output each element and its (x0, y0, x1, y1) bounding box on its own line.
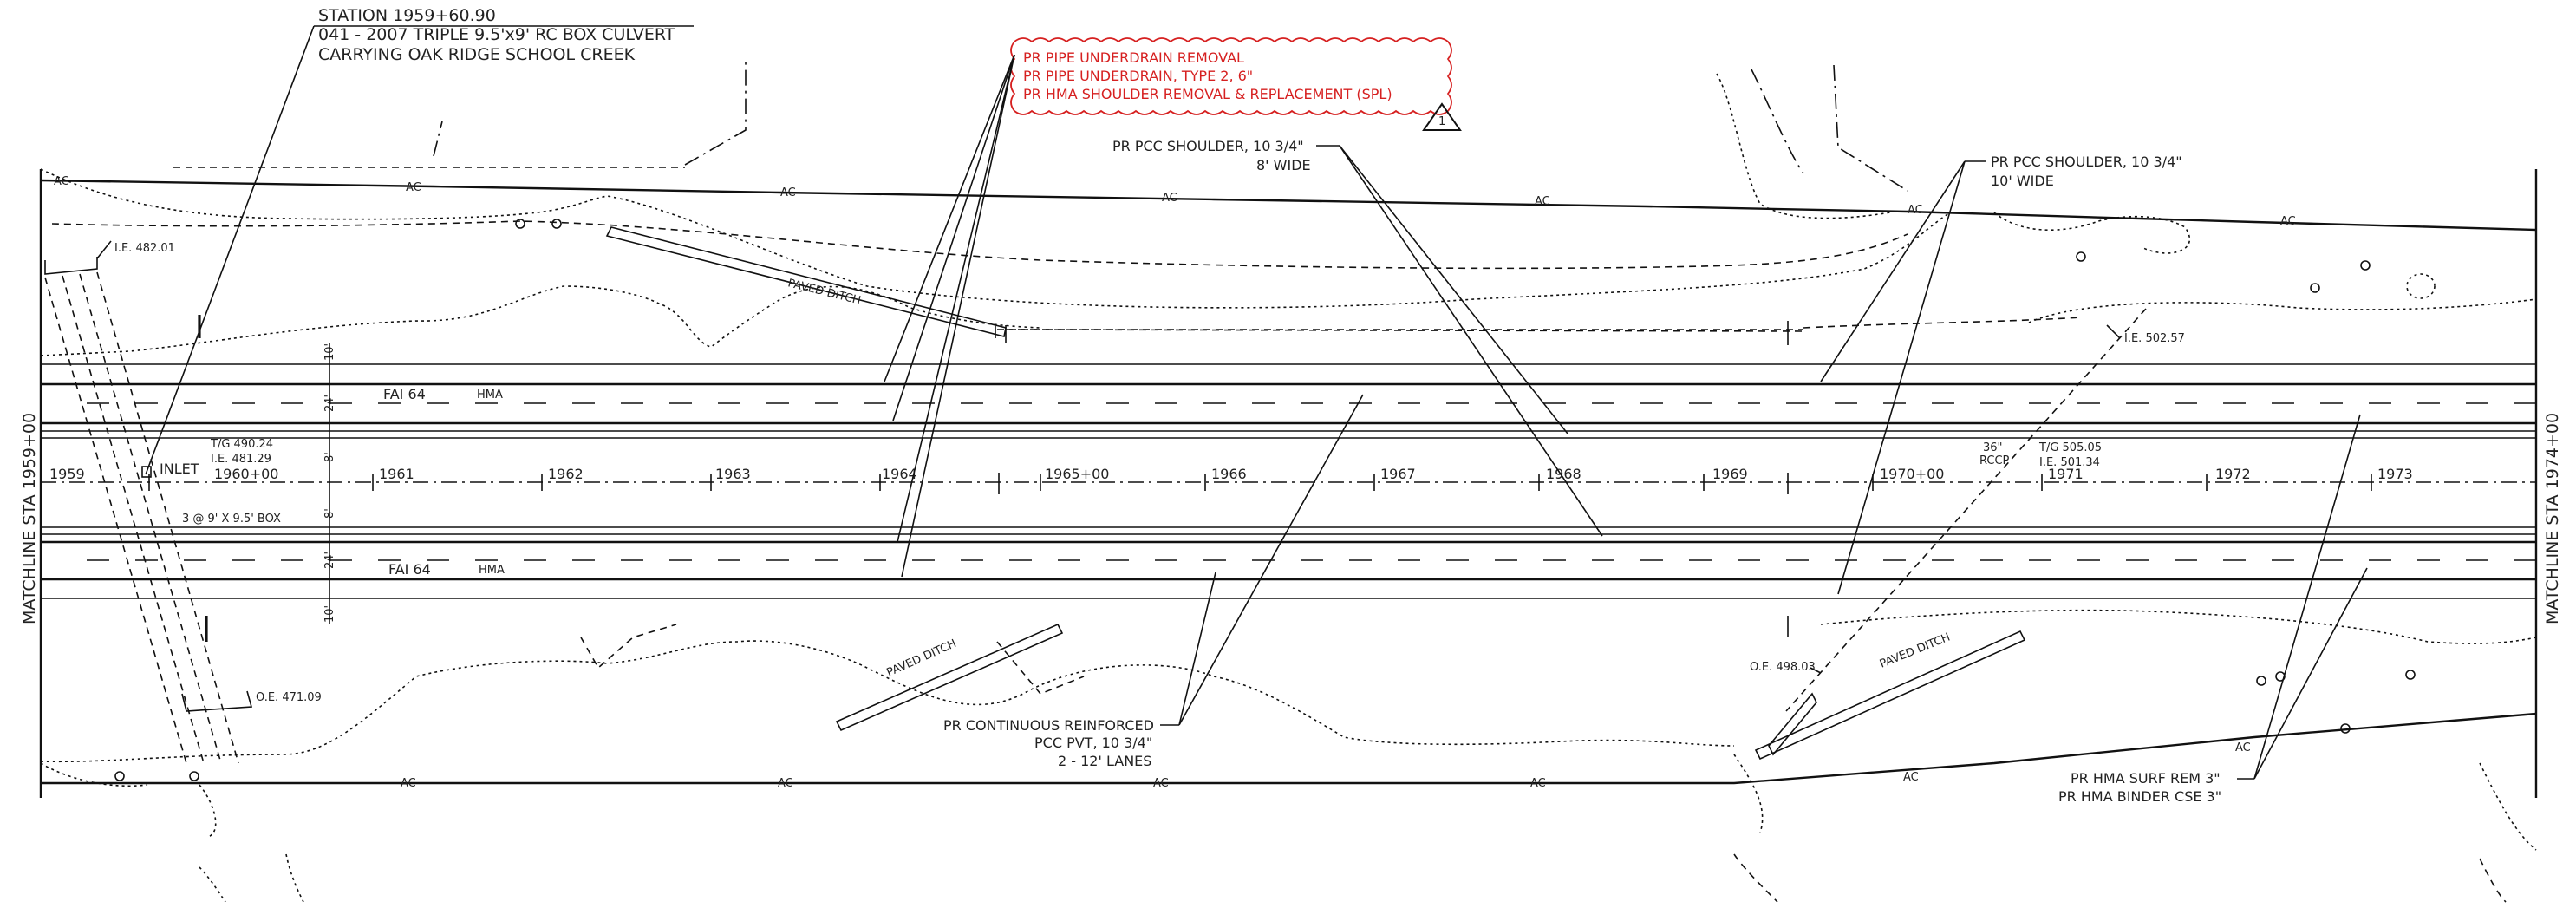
svg-text:PCC PVT, 10 3/4": PCC PVT, 10 3/4" (1034, 735, 1152, 751)
paved-ditch-label-3: PAVED DITCH (1878, 631, 1953, 671)
svg-text:AC: AC (780, 186, 796, 199)
station-label: 1973 (2377, 466, 2413, 482)
svg-text:AC: AC (1535, 195, 1550, 208)
callout-continuous-reinforced: PR CONTINUOUS REINFORCED PCC PVT, 10 3/4… (943, 394, 1364, 769)
revision-leaders (884, 54, 1015, 578)
surface-label-bottom: HMA (479, 564, 505, 577)
station-label: 1968 (1546, 466, 1581, 482)
station-labels: 1959 1960+00 1961 1962 1963 1964 1965+00… (49, 466, 2413, 482)
station-label: 1970+00 (1880, 466, 1944, 482)
top-edge-line (40, 179, 2537, 232)
revision-line-1: PR PIPE UNDERDRAIN REMOVAL (1023, 49, 1244, 66)
svg-text:AC: AC (1153, 777, 1169, 790)
paved-ditches (605, 226, 2026, 761)
title-line-1: STATION 1959+60.90 (318, 6, 496, 25)
rccp-label-1: 36" (1983, 441, 2003, 454)
inlet-label: INLET (160, 461, 199, 477)
svg-text:2 - 12' LANES: 2 - 12' LANES (1058, 753, 1151, 769)
title-line-3: CARRYING OAK RIDGE SCHOOL CREEK (318, 45, 636, 64)
svg-text:AC: AC (2280, 215, 2296, 228)
ie-502-label: I.E. 502.57 (2124, 332, 2185, 345)
svg-text:PR HMA BINDER CSE 3": PR HMA BINDER CSE 3" (2058, 788, 2221, 805)
ie-501-label: I.E. 501.34 (2039, 456, 2100, 469)
survey-points (114, 219, 2416, 781)
station-label: 1971 (2048, 466, 2084, 482)
revision-triangle-icon: 1 (1422, 102, 1462, 131)
ie-482-label: I.E. 482.01 (114, 242, 175, 255)
route-label-bottom: FAI 64 (388, 561, 431, 578)
callout-hma: PR HMA SURF REM 3" PR HMA BINDER CSE 3" (2058, 414, 2368, 805)
svg-text:PR CONTINUOUS REINFORCED: PR CONTINUOUS REINFORCED (943, 717, 1154, 734)
svg-text:PR PCC SHOULDER, 10 3/4": PR PCC SHOULDER, 10 3/4" (1112, 138, 1304, 154)
tg-490-label: T/G 490.24 (210, 438, 273, 451)
oe-471-label: O.E. 471.09 (256, 691, 322, 704)
svg-text:PR PCC SHOULDER, 10 3/4": PR PCC SHOULDER, 10 3/4" (1991, 154, 2182, 170)
station-label: 1962 (548, 466, 584, 482)
station-label: 1972 (2215, 466, 2251, 482)
station-label: 1960+00 (214, 466, 278, 482)
svg-text:1: 1 (1438, 115, 1445, 128)
ac-labels-top: AC AC AC AC AC AC AC (54, 175, 2296, 228)
svg-text:AC: AC (54, 175, 69, 188)
rccp-label-2: RCCP (1979, 454, 2010, 467)
station-label: 1961 (379, 466, 414, 482)
station-label: 1964 (882, 466, 917, 482)
station-label: 1965+00 (1045, 466, 1109, 482)
svg-text:AC: AC (1908, 204, 1923, 217)
svg-text:AC: AC (401, 777, 416, 790)
dimension-labels: 10' 24' 8' 8' 24' 10' (323, 343, 336, 624)
station-label: 1963 (715, 466, 751, 482)
elevation-labels: I.E. 482.01 T/G 490.24 I.E. 481.29 O.E. … (96, 240, 2185, 704)
oe-498-label: O.E. 498.03 (1750, 661, 1816, 674)
callout-pcc-shoulder-8: PR PCC SHOULDER, 10 3/4" 8' WIDE (1112, 138, 1603, 537)
title-block: STATION 1959+60.90 041 - 2007 TRIPLE 9.5… (145, 6, 694, 475)
route-label-top: FAI 64 (383, 386, 426, 402)
svg-text:AC: AC (1903, 771, 1919, 784)
matchline-left-label: MATCHLINE STA 1959+00 (20, 413, 39, 624)
svg-text:10' WIDE: 10' WIDE (1991, 173, 2054, 189)
surface-label-top: HMA (477, 389, 503, 402)
station-label: 1966 (1211, 466, 1247, 482)
station-label: 1959 (49, 466, 85, 482)
revision-cloud: PR PIPE UNDERDRAIN REMOVAL PR PIPE UNDER… (1010, 37, 1452, 115)
revision-line-2: PR PIPE UNDERDRAIN, TYPE 2, 6" (1023, 68, 1253, 84)
svg-text:AC: AC (1162, 192, 1177, 205)
svg-text:PR HMA SURF REM 3": PR HMA SURF REM 3" (2071, 770, 2221, 787)
svg-text:8' WIDE: 8' WIDE (1256, 157, 1311, 173)
station-label: 1967 (1380, 466, 1416, 482)
svg-text:AC: AC (406, 181, 421, 194)
revision-line-3: PR HMA SHOULDER REMOVAL & REPLACEMENT (S… (1023, 86, 1392, 102)
svg-text:AC: AC (778, 777, 793, 790)
bottom-edge-line (41, 712, 2537, 785)
svg-text:AC: AC (2235, 741, 2251, 754)
tg-505-label: T/G 505.05 (2038, 441, 2102, 454)
station-label: 1969 (1712, 466, 1748, 482)
ac-labels-bottom: AC AC AC AC AC AC (401, 741, 2251, 790)
terrain-lines (40, 61, 2537, 903)
callout-pcc-shoulder-10: PR PCC SHOULDER, 10 3/4" 10' WIDE (1820, 154, 2182, 595)
ie-481-label: I.E. 481.29 (211, 453, 271, 466)
matchline-right-label: MATCHLINE STA 1974+00 (2543, 413, 2562, 624)
culvert (44, 257, 253, 764)
roadway (41, 363, 2536, 599)
svg-text:AC: AC (1530, 777, 1546, 790)
title-line-2: 041 - 2007 TRIPLE 9.5'x9' RC BOX CULVERT (318, 25, 675, 44)
box-label: 3 @ 9' X 9.5' BOX (182, 513, 281, 526)
